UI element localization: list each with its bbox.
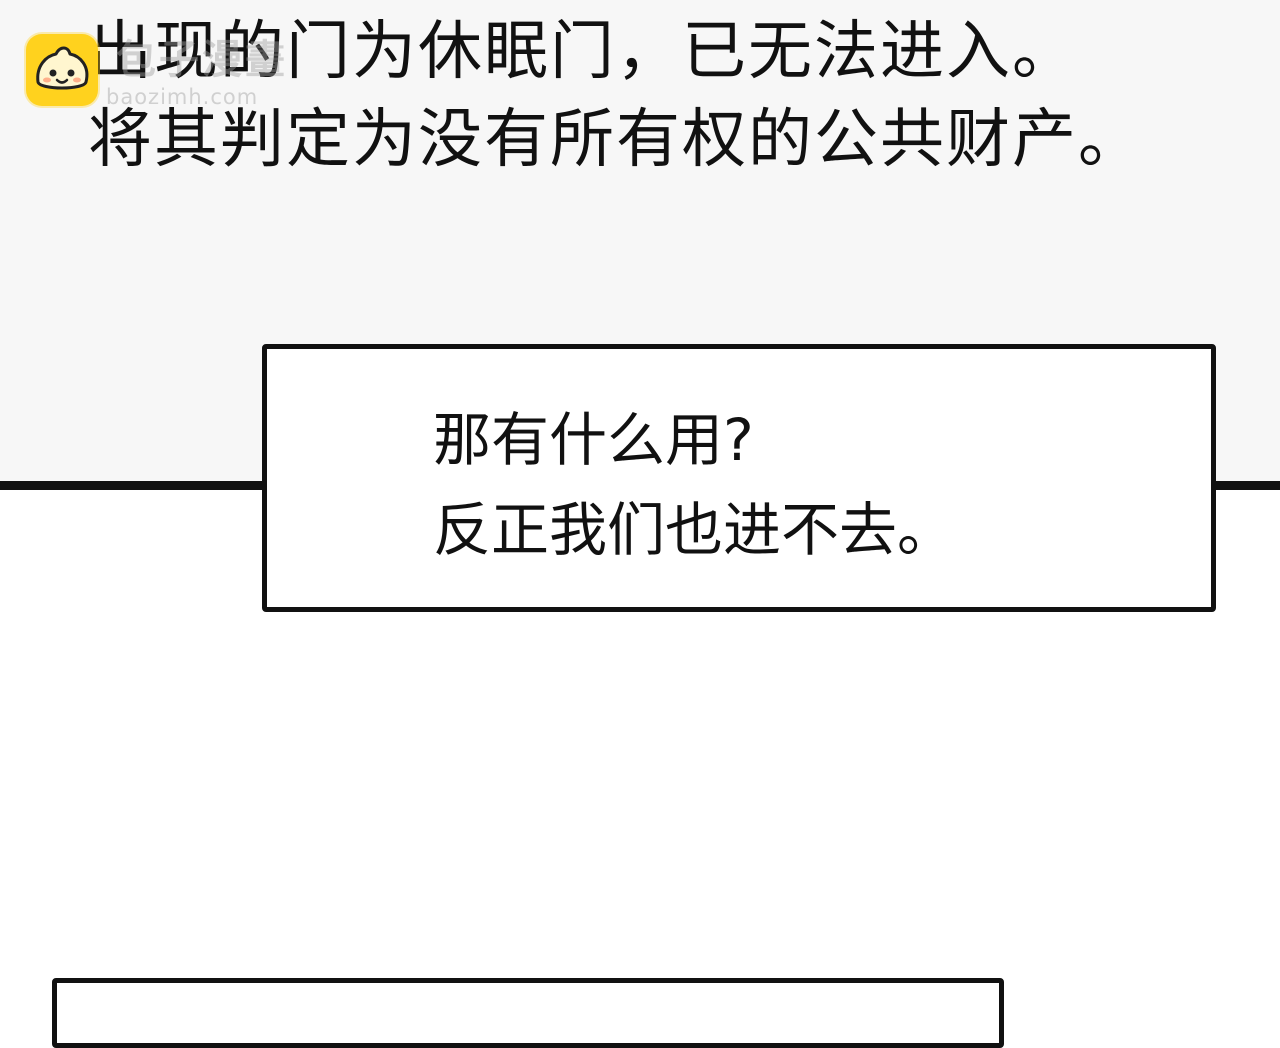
narration-line-1: 出现的门为休眠门，已无法进入。 <box>88 15 1078 89</box>
site-watermark: 包子漫畫 baozimh.com <box>24 34 324 114</box>
narration-line-2: 将其判定为没有所有权的公共财产。 <box>88 103 1144 177</box>
next-speech-box-partial <box>52 978 1004 1048</box>
bun-mascot-icon <box>26 34 98 106</box>
speech-bubble: 那有什么用? 反正我们也进不去。 <box>262 344 1216 612</box>
speech-line-1: 那有什么用? <box>433 406 754 474</box>
narration-caption: 出现的门为休眠门，已无法进入。 将其判定为没有所有权的公共财产。 <box>88 8 1248 184</box>
watermark-site-url: baozimh.com <box>106 85 259 109</box>
watermark-site-name: 包子漫畫 <box>116 37 288 83</box>
speech-text: 那有什么用? 反正我们也进不去。 <box>433 395 955 575</box>
speech-line-2: 反正我们也进不去。 <box>433 496 956 564</box>
